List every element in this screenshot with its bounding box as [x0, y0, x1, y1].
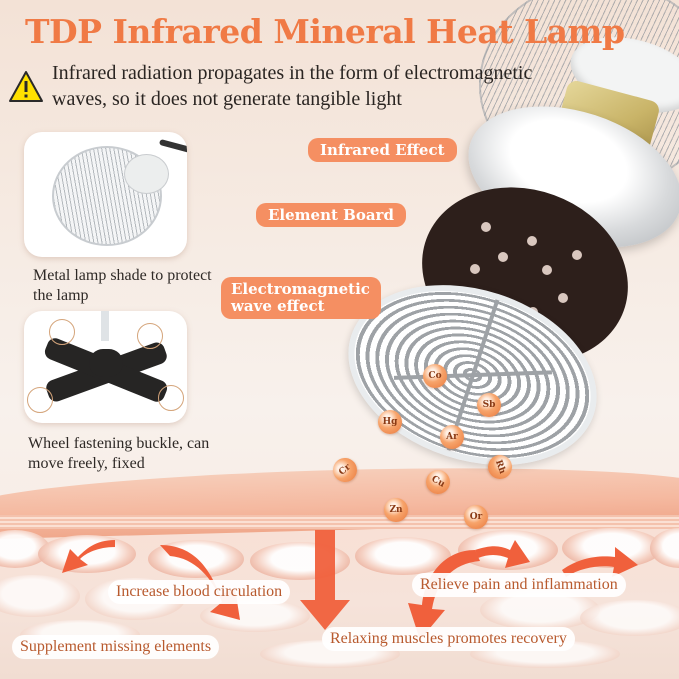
blood-cell: [38, 535, 136, 573]
blood-cell: [0, 575, 80, 617]
mineral-bubble-or: Or: [464, 505, 488, 529]
base-hub: [89, 349, 123, 377]
mineral-dot: [481, 222, 491, 232]
mineral-dot: [572, 250, 582, 260]
mineral-bubble-ar: Ar: [440, 425, 464, 449]
mineral-dot: [558, 293, 568, 303]
caption-lamp-shade: Metal lamp shade to protect the lamp: [33, 267, 212, 304]
skin-stripes: [0, 515, 679, 529]
flow-arrow-icon: [408, 550, 480, 640]
mineral-bubble-co: Co: [423, 364, 447, 388]
flow-arrow-icon: [160, 545, 240, 620]
benefit-supplement-elements: Supplement missing elements: [12, 635, 220, 659]
mineral-bubble-sb: Sb: [477, 393, 501, 417]
wheel-highlight: [137, 323, 163, 349]
flow-arrow-icon: [475, 540, 530, 568]
flow-arrow-icon: [300, 530, 350, 630]
wheeled-base-photo: [24, 311, 187, 423]
warning-note: Infrared radiation propagates in the for…: [8, 60, 588, 112]
mineral-bubble-hg: Hg: [378, 410, 402, 434]
blood-cell: [355, 537, 451, 575]
benefit-relieve-pain: Relieve pain and inflammation: [412, 573, 626, 597]
label-element-board: Element Board: [256, 203, 406, 227]
page-title: TDP Infrared Mineral Heat Lamp: [25, 12, 625, 51]
benefit-relax-muscles: Relaxing muscles promotes recovery: [322, 627, 575, 651]
warning-text: Infrared radiation propagates in the for…: [52, 62, 533, 110]
label-electromagnetic-wave: Electromagnetic wave effect: [221, 277, 381, 319]
wheel-highlight: [158, 385, 184, 411]
lamp-shade-cap: [124, 154, 169, 194]
warning-triangle-icon: [9, 71, 43, 102]
metal-lamp-shade-photo: [24, 132, 187, 257]
wheel-highlight: [27, 387, 53, 413]
wheel-highlight: [49, 319, 75, 345]
caption-wheeled-base: Wheel fastening buckle, can move freely,…: [28, 435, 210, 472]
benefit-blood-circulation: Increase blood circulation: [108, 580, 291, 604]
mineral-dot: [527, 236, 537, 246]
stand-pole: [101, 311, 109, 341]
mineral-dot: [498, 252, 508, 262]
flow-arrow-icon: [62, 540, 115, 573]
mineral-dot: [542, 265, 552, 275]
mineral-bubble-zn: Zn: [384, 498, 408, 522]
power-cable: [158, 138, 187, 156]
mineral-dot: [470, 264, 480, 274]
label-infrared-effect: Infrared Effect: [308, 138, 457, 162]
blood-cell: [580, 600, 679, 636]
flow-arrow-icon: [562, 547, 638, 577]
